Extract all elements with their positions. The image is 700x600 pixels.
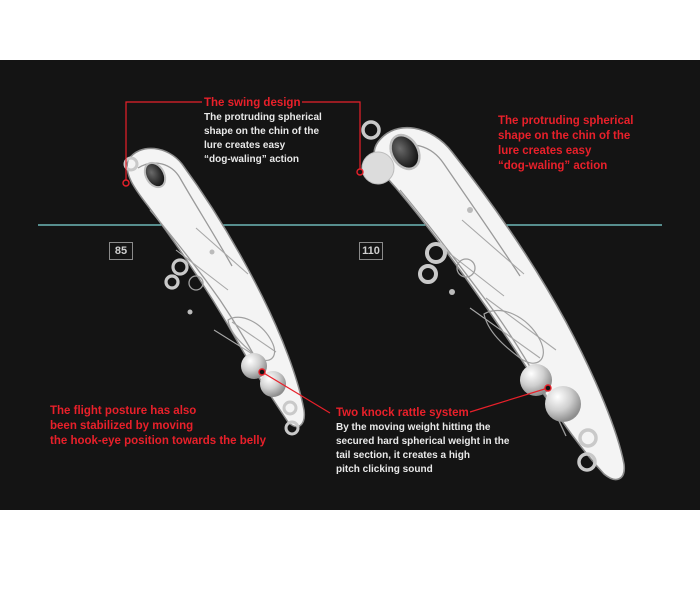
swing-leader-right <box>302 101 361 172</box>
lure-110-tail-eye <box>578 428 598 448</box>
swing-design-title: The swing design <box>204 97 301 109</box>
rattle-system-description: By the moving weight hitting the secured… <box>336 422 510 475</box>
lure-85-belly-eye <box>171 258 189 276</box>
lure-110-chin-ball <box>361 151 395 185</box>
lure-illustration <box>38 101 662 481</box>
flight-posture-note: The flight posture has also been stabili… <box>50 405 266 447</box>
lure-85-eye <box>143 161 167 189</box>
swing-leader-left <box>125 101 202 183</box>
diagram-panel: The swing design The protruding spherica… <box>0 60 700 510</box>
lure-110-rattle-ball <box>520 364 552 396</box>
swing-design-description: The protruding spherical shape on the ch… <box>204 112 322 165</box>
lure-110 <box>361 120 626 481</box>
lure-110-fixed-ball <box>545 386 581 422</box>
size-label-85: 85 <box>109 242 133 260</box>
lure-110-eye <box>389 133 421 171</box>
chin-shape-note: The protruding spherical shape on the ch… <box>498 115 634 172</box>
lure-85-fixed-ball <box>260 371 286 397</box>
rattle-leader-right <box>469 387 549 413</box>
leader-lines <box>125 101 549 414</box>
lure-85-line-eye <box>123 156 139 172</box>
lure-85 <box>123 147 306 436</box>
rattle-system-title: Two knock rattle system <box>336 407 469 419</box>
lure-85-tail-eye <box>282 400 298 416</box>
lure-110-line-eye <box>361 120 381 140</box>
size-label-110: 110 <box>359 242 383 260</box>
lure-110-belly-eye <box>425 242 447 264</box>
rattle-leader-left <box>261 371 331 414</box>
leader-dots <box>122 168 552 392</box>
